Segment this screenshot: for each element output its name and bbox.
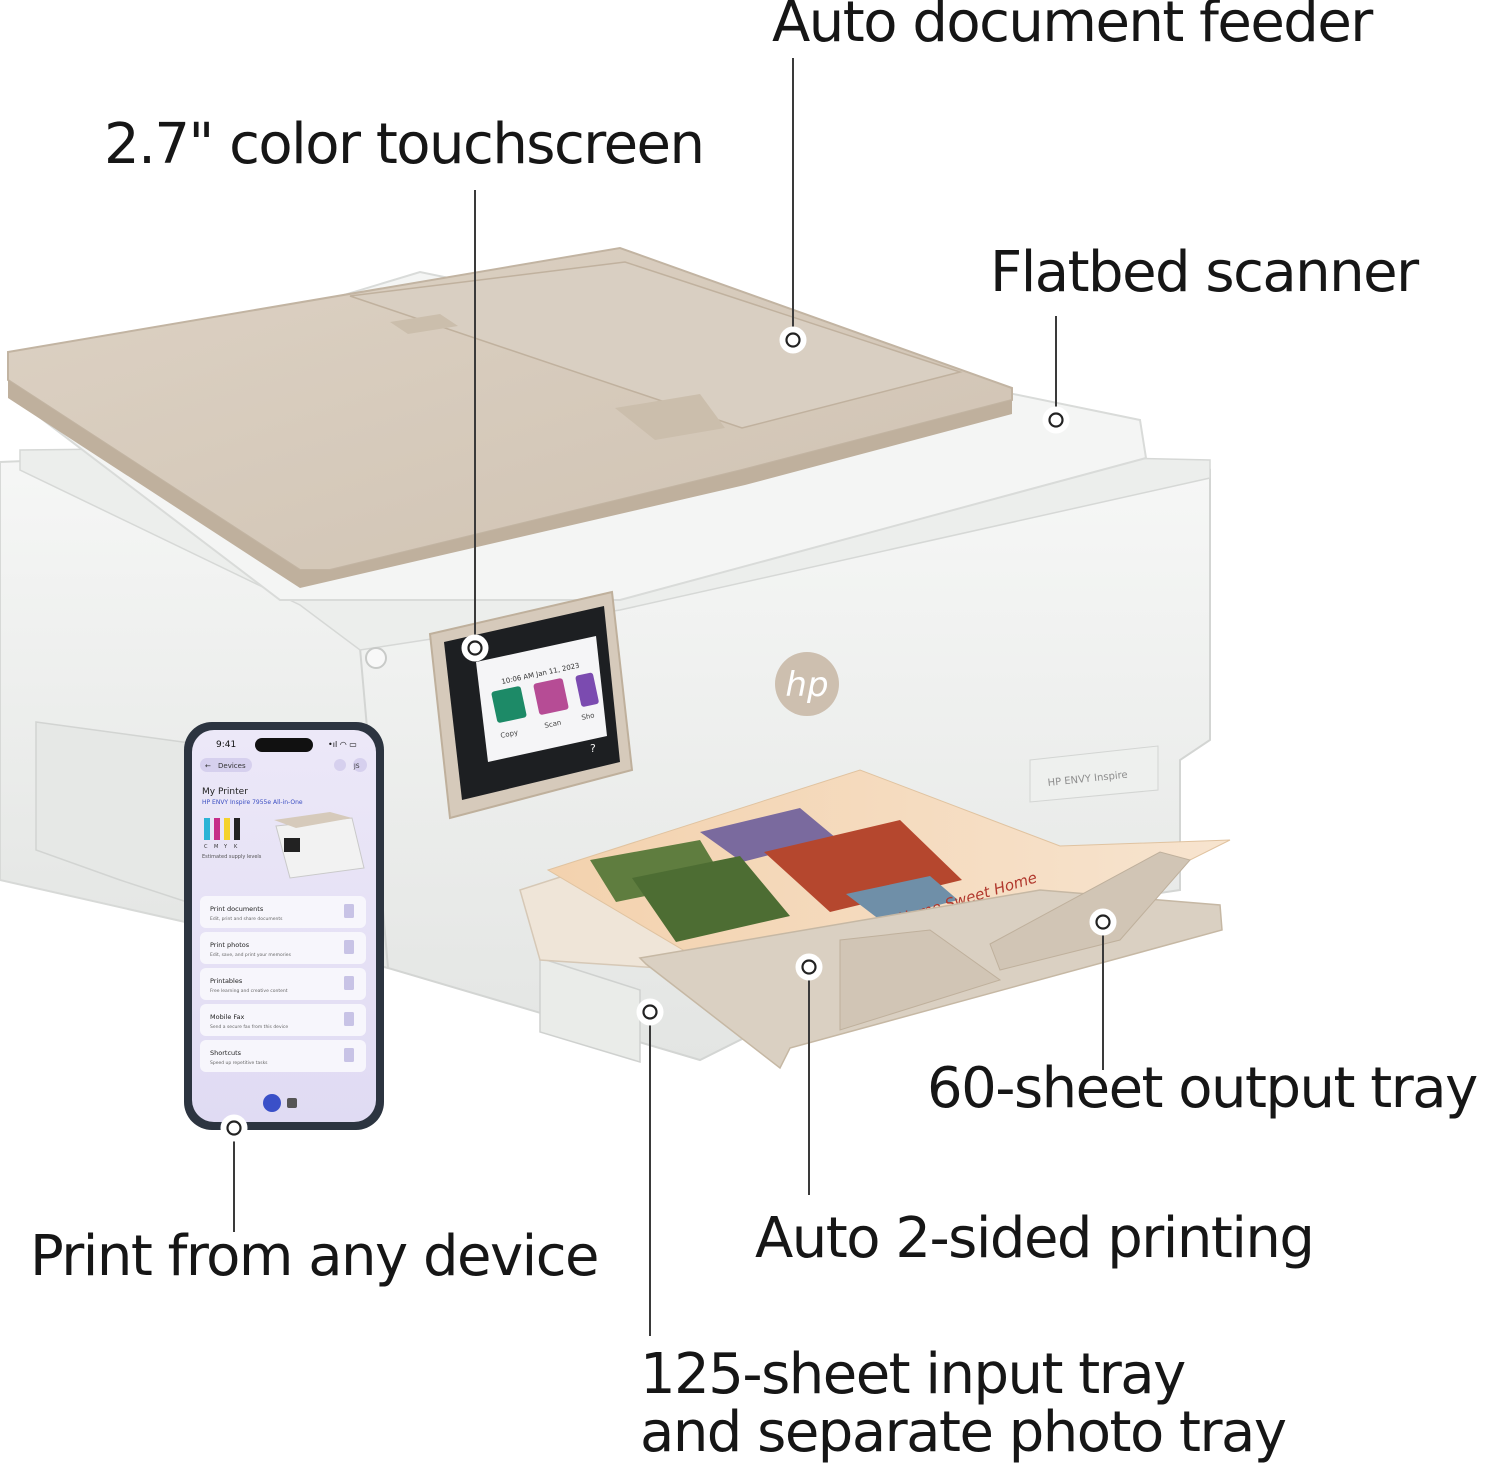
phone-menu-desc: Edit, print and share documents (210, 916, 283, 922)
phone-menu-shortcuts[interactable] (200, 1040, 366, 1072)
hp-logo-text: hp (785, 665, 828, 705)
output-area: Home Sweet Home (519, 769, 1231, 1070)
smartphone: 9:41 •ıl ◠ ▭ ← Devices JS My Printer HP … (184, 722, 384, 1130)
phone-menu-title: Mobile Fax (210, 1013, 245, 1021)
marker-output-tray (1095, 914, 1111, 930)
tile-scan-label: Scan (544, 719, 562, 730)
phone-menu-print-photos[interactable] (200, 932, 366, 964)
phone-menu-desc: Edit, save, and print your memories (210, 952, 292, 958)
callout-markers (220, 326, 1117, 1142)
ink-bar-black (234, 818, 240, 840)
callout-input-tray-line2: and separate photo tray (640, 1400, 1287, 1465)
phone-printer-thumbnail-lid (274, 812, 352, 828)
callout-output-tray: 60-sheet output tray (927, 1056, 1478, 1121)
phone-back-arrow-icon: ← (205, 762, 211, 770)
phone-home-tab-icon[interactable] (263, 1094, 281, 1112)
phone-shop-tab-icon[interactable] (287, 1098, 297, 1108)
phone-menu-title: Shortcuts (210, 1049, 242, 1057)
supply-caption: Estimated supply levels (202, 854, 262, 860)
adf-input-tray (349, 261, 963, 429)
callout-flatbed-scanner: Flatbed scanner (990, 240, 1419, 305)
phone-back-button[interactable] (200, 758, 252, 772)
tile-shortcut-label: Sho (581, 711, 596, 722)
callout-input-tray-line1: 125-sheet input tray (640, 1342, 1186, 1407)
phone-printer-thumbnail-screen (284, 838, 300, 852)
tile-shortcut[interactable] (575, 672, 599, 707)
phone-status-time: 9:41 (216, 740, 236, 750)
photo-tree-close (632, 856, 790, 942)
adf-guide-left (390, 314, 458, 334)
shortcuts-icon (344, 1048, 354, 1062)
phone-menu-title: Print documents (210, 905, 264, 913)
phone-subtitle: HP ENVY Inspire 7955e All-in-One (202, 799, 303, 806)
adf-guide-right (615, 394, 725, 440)
phone-bell-icon[interactable] (334, 759, 346, 771)
printables-icon (344, 976, 354, 990)
phone-menu-title: Printables (210, 977, 243, 985)
document-icon (344, 904, 354, 918)
marker-touchscreen (467, 640, 483, 656)
phone-avatar-initials: JS (353, 763, 360, 770)
callout-auto-document-feeder: Auto document feeder (772, 0, 1373, 55)
photo-icon (344, 940, 354, 954)
callout-auto-two-sided: Auto 2-sided printing (755, 1206, 1315, 1271)
help-icon[interactable]: ? (590, 742, 596, 755)
phone-dynamic-island (255, 738, 313, 752)
tile-copy[interactable] (491, 686, 527, 724)
phone-menu-title: Print photos (210, 941, 250, 949)
ink-bar-cyan (204, 818, 210, 840)
phone-back-label: Devices (218, 762, 246, 770)
phone-menu-desc: Free learning and creative content (210, 988, 288, 994)
model-badge (1029, 745, 1159, 803)
phone-menu-mobile-fax[interactable] (200, 1004, 366, 1036)
ink-bar-yellow (224, 818, 230, 840)
ink-letter-m: M (214, 844, 218, 850)
ink-letter-k: K (234, 844, 238, 850)
leader-lines (233, 58, 1104, 1336)
phone-menu-desc: Send a secure fax from this device (210, 1024, 288, 1030)
hp-logo: hp (775, 652, 839, 716)
photo-lavender (700, 808, 836, 862)
control-panel: 10:06 AM Jan 11, 2023 Copy Scan Sho ? (428, 590, 634, 820)
marker-input-tray (642, 1004, 658, 1020)
phone-title: My Printer (202, 787, 248, 797)
callout-print-from-any-device: Print from any device (30, 1224, 599, 1289)
ink-letter-c: C (204, 844, 208, 850)
phone-menu-desc: Speed up repetitive tasks (210, 1060, 268, 1066)
power-button[interactable] (365, 647, 387, 669)
phone-menu-printables[interactable] (200, 968, 366, 1000)
photo-blue-house (846, 876, 958, 920)
ink-bar-magenta (214, 818, 220, 840)
output-tray-extension[interactable] (839, 929, 1002, 1031)
marker-flatbed (1048, 412, 1064, 428)
input-tray-drawer[interactable] (539, 956, 641, 1064)
phone-status-icons: •ıl ◠ ▭ (328, 740, 357, 749)
output-tray-stopper[interactable] (989, 851, 1191, 971)
tile-scan[interactable] (533, 678, 569, 716)
callout-color-touchscreen: 2.7" color touchscreen (104, 112, 705, 177)
fax-icon (344, 1012, 354, 1026)
tile-copy-label: Copy (500, 728, 519, 740)
marker-adf (785, 332, 801, 348)
ink-letter-y: Y (223, 844, 228, 850)
marker-two-sided (801, 959, 817, 975)
phone-avatar[interactable] (353, 758, 367, 772)
marker-phone (226, 1120, 242, 1136)
phone-menu-print-documents[interactable] (200, 896, 366, 928)
